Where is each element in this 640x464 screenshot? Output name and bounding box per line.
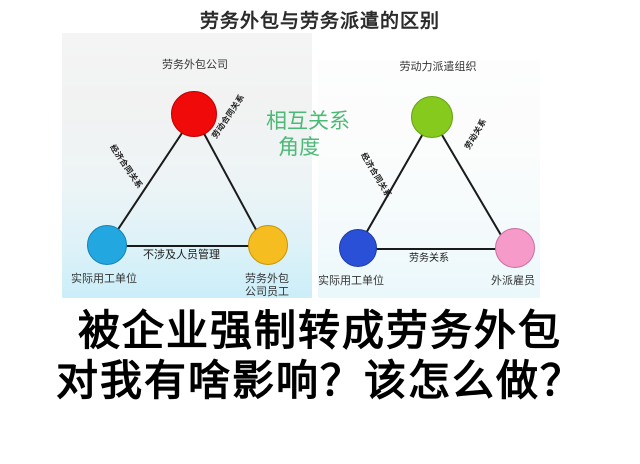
page-title: 劳务外包与劳务派遣的区别 xyxy=(199,10,440,32)
caption-line-2: 对我有啥影响？该怎么做？ xyxy=(55,356,584,405)
bottom-caption: 被企业强制转成劳务外包 对我有啥影响？该怎么做？ xyxy=(0,306,640,406)
left-node-label-right-line1: 劳务外包 xyxy=(245,272,289,285)
left-node-label-top: 劳务外包公司 xyxy=(162,58,228,71)
right-node-label-top: 劳动力派遣组织 xyxy=(399,60,477,73)
right-node-right-dispatched-employee[interactable] xyxy=(495,228,535,268)
left-node-label-right: 劳务外包 公司员工 xyxy=(245,272,289,298)
left-edge-label-left-right: 不涉及人员管理 xyxy=(143,248,220,261)
left-node-label-left: 实际用工单位 xyxy=(71,272,137,285)
left-edge-left-right xyxy=(107,245,268,247)
caption-line-1: 被企业强制转成劳务外包 xyxy=(77,306,562,355)
right-node-left-employer-unit[interactable] xyxy=(339,229,377,267)
center-note: 相互关系 角度 xyxy=(266,108,366,160)
right-node-label-right: 外派雇员 xyxy=(491,274,535,287)
left-node-label-right-line2: 公司员工 xyxy=(245,285,289,298)
right-node-label-left: 实际用工单位 xyxy=(318,274,384,287)
left-node-top-outsourcing-company[interactable] xyxy=(171,91,217,137)
center-note-line2: 角度 xyxy=(278,135,320,159)
right-node-top-dispatch-organization[interactable] xyxy=(411,96,453,138)
left-node-left-employer-unit[interactable] xyxy=(87,225,127,265)
center-note-line1: 相互关系 xyxy=(266,109,350,133)
right-edge-label-left-right: 劳务关系 xyxy=(409,253,449,264)
right-edge-left-right xyxy=(357,248,515,250)
left-node-right-outsourced-staff[interactable] xyxy=(248,225,288,265)
